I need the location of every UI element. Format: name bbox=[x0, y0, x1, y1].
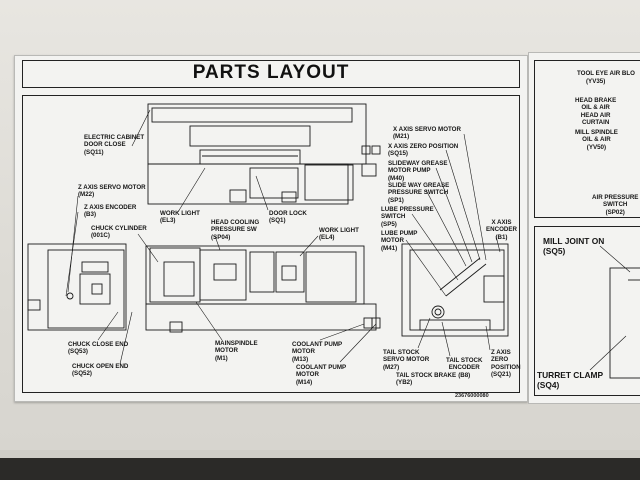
top-view-machine bbox=[147, 103, 381, 205]
document-number: 23676000080 bbox=[455, 393, 489, 399]
page-title: PARTS LAYOUT bbox=[192, 62, 350, 83]
secondary-plate bbox=[528, 52, 640, 404]
label-turret-clamp: TURRET CLAMP (SQ4) bbox=[537, 370, 604, 390]
title-frame bbox=[22, 60, 520, 88]
machine-base-strip bbox=[0, 458, 640, 480]
label-z-axis-zero: Z AXIS ZERO POSITION (SQ21) bbox=[491, 349, 521, 378]
label-mill-joint: MILL JOINT ON (SQ5) bbox=[543, 236, 605, 256]
parts-layout-plate bbox=[14, 55, 528, 402]
label-tail-stock-encoder: TAIL STOCK ENCODER (B8) bbox=[446, 357, 483, 379]
label-electric-cabinet: ELECTRIC CABINET DOOR CLOSE (SQ11) bbox=[84, 134, 145, 156]
label-chuck-close: CHUCK CLOSE END (SQ53) bbox=[68, 341, 129, 356]
label-work-light-el4: WORK LIGHT (EL4) bbox=[319, 227, 359, 242]
right-side-view bbox=[401, 243, 509, 337]
left-side-view bbox=[27, 243, 127, 331]
label-air-pressure: AIR PRESSURE SWITCH (SP02) bbox=[592, 194, 639, 216]
label-coolant-m13: COOLANT PUMP MOTOR (M13) bbox=[292, 341, 343, 363]
label-chuck-open: CHUCK OPEN END (SQ52) bbox=[72, 363, 129, 378]
label-lube-switch: LUBE PRESSURE SWITCH (SP5) bbox=[381, 206, 434, 228]
label-x-axis-servo: X AXIS SERVO MOTOR (M21) bbox=[393, 126, 461, 141]
label-chuck-cylinder: CHUCK CYLINDER (001C) bbox=[91, 225, 147, 240]
label-head-cooling: HEAD COOLING PRESSURE SW (SP04) bbox=[211, 219, 260, 241]
label-head-brake: HEAD BRAKE OIL & AIR HEAD AIR CURTAIN bbox=[575, 97, 617, 126]
label-work-light-el3: WORK LIGHT (EL3) bbox=[160, 210, 200, 225]
leader-lines bbox=[65, 109, 631, 371]
front-view-machine bbox=[145, 245, 381, 333]
machine-edge bbox=[0, 450, 640, 460]
label-tool-eye: TOOL EYE AIR BLO bbox=[577, 70, 635, 77]
label-z-axis-encoder: Z AXIS ENCODER (B3) bbox=[84, 204, 137, 219]
label-z-axis-servo: Z AXIS SERVO MOTOR (M22) bbox=[78, 184, 146, 199]
label-tail-stock-brake: TAIL STOCK BRAKE (YB2) bbox=[396, 372, 457, 387]
label-door-lock: DOOR LOCK (SQ1) bbox=[269, 210, 307, 225]
label-tail-stock-servo: TAIL STOCK SERVO MOTOR (M27) bbox=[383, 349, 430, 371]
label-mill-spindle: MILL SPINDLE OIL & AIR (YV50) bbox=[575, 129, 618, 151]
label-x-axis-zero: X AXIS ZERO POSITION (SQ15) bbox=[388, 143, 459, 158]
label-slideway-switch: SLIDE WAY GREASE PRESSURE SWITCH (SP1) bbox=[388, 182, 450, 204]
label-lube-pump: LUBE PUMP MOTOR (M41) bbox=[381, 230, 418, 252]
diagram-frame bbox=[22, 95, 520, 393]
label-x-axis-encoder: X AXIS ENCODER (B1) bbox=[486, 219, 517, 241]
label-mainspindle: MAINSPINDLE MOTOR (M1) bbox=[215, 340, 258, 362]
right-panel-bottom bbox=[534, 226, 640, 396]
label-tool-eye-code: (YV35) bbox=[586, 78, 606, 85]
right-panel-top bbox=[534, 60, 640, 218]
label-coolant-m14: COOLANT PUMP MOTOR (M14) bbox=[296, 364, 347, 386]
label-slideway-pump: SLIDEWAY GREASE MOTOR PUMP (M40) bbox=[388, 160, 448, 182]
